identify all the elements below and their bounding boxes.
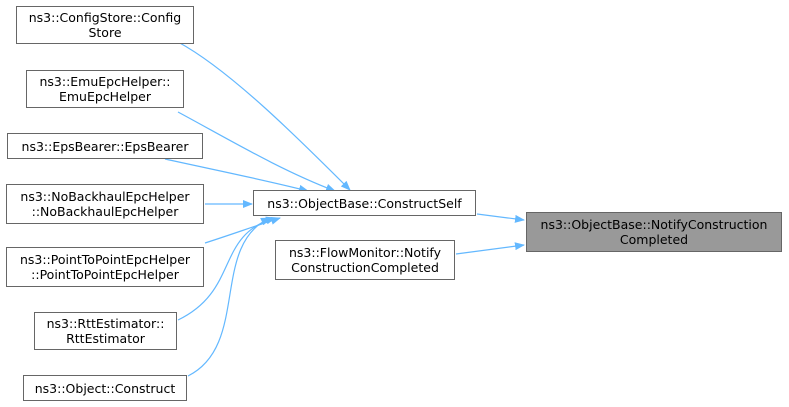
node-point-to-point-epc-helper-line2: ::PointToPointEpcHelper xyxy=(31,267,179,282)
node-no-backhaul-epc-helper-line2: ::NoBackhaulEpcHelper xyxy=(31,204,179,219)
node-notify-construction-completed: ns3::ObjectBase::NotifyConstruction Comp… xyxy=(526,212,782,252)
node-point-to-point-epc-helper-line1: ns3::PointToPointEpcHelper xyxy=(19,252,191,267)
node-eps-bearer[interactable]: ns3::EpsBearer::EpsBearer xyxy=(7,133,203,159)
node-emu-epc-helper-line1: ns3::EmuEpcHelper:: xyxy=(39,74,171,89)
node-no-backhaul-epc-helper[interactable]: ns3::NoBackhaulEpcHelper ::NoBackhaulEpc… xyxy=(6,184,204,224)
edge-flowmonitor-to-notify xyxy=(455,242,525,255)
node-flow-monitor-notify-line2: ConstructionCompleted xyxy=(291,260,439,275)
edge-p2pepc-to-constructself xyxy=(204,216,281,244)
node-notify-construction-completed-line2: Completed xyxy=(619,232,689,247)
node-config-store-line1: ns3::ConfigStore::Config xyxy=(28,10,182,25)
node-config-store[interactable]: ns3::ConfigStore::Config Store xyxy=(16,6,194,44)
node-eps-bearer-line1: ns3::EpsBearer::EpsBearer xyxy=(21,138,189,154)
node-rtt-estimator[interactable]: ns3::RttEstimator:: RttEstimator xyxy=(34,312,177,350)
node-config-store-line2: Store xyxy=(88,25,122,40)
edge-constructself-to-notify xyxy=(476,213,525,223)
node-emu-epc-helper-line2: EmuEpcHelper xyxy=(58,89,152,104)
node-construct-self[interactable]: ns3::ObjectBase::ConstructSelf xyxy=(253,190,476,216)
node-object-construct-line1: ns3::Object::Construct xyxy=(34,380,176,396)
node-flow-monitor-notify-line1: ns3::FlowMonitor::Notify xyxy=(288,245,441,260)
node-emu-epc-helper[interactable]: ns3::EmuEpcHelper:: EmuEpcHelper xyxy=(26,70,184,108)
edge-objectconstruct-to-constructself xyxy=(187,217,271,377)
edge-configstore-to-constructself xyxy=(177,41,351,191)
node-rtt-estimator-line2: RttEstimator xyxy=(66,331,145,346)
node-flow-monitor-notify[interactable]: ns3::FlowMonitor::Notify ConstructionCom… xyxy=(275,240,455,280)
edge-emuepchelper-to-constructself xyxy=(177,111,336,192)
node-object-construct[interactable]: ns3::Object::Construct xyxy=(23,375,187,401)
node-rtt-estimator-line1: ns3::RttEstimator:: xyxy=(46,316,165,331)
node-point-to-point-epc-helper[interactable]: ns3::PointToPointEpcHelper ::PointToPoin… xyxy=(6,247,204,287)
node-notify-construction-completed-line1: ns3::ObjectBase::NotifyConstruction xyxy=(540,217,768,232)
edge-epsbearer-to-constructself xyxy=(164,158,309,193)
node-construct-self-line1: ns3::ObjectBase::ConstructSelf xyxy=(267,195,462,211)
node-no-backhaul-epc-helper-line1: ns3::NoBackhaulEpcHelper xyxy=(20,189,190,204)
